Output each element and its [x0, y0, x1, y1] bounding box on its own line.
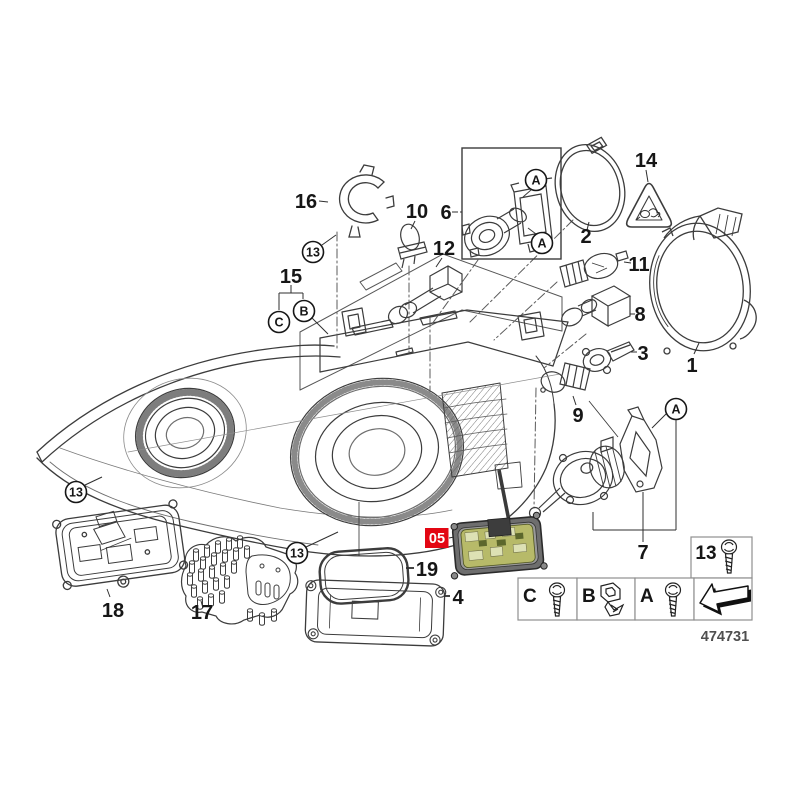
part-8-bulb-socket-drawing [561, 285, 632, 328]
part-label-11[interactable]: 11 [628, 254, 649, 276]
center-lines [336, 219, 587, 509]
part-label-9[interactable]: 9 [572, 405, 583, 427]
callout-13-left-label: 13 [69, 486, 83, 500]
callout-a-box-top-label: A [531, 174, 540, 188]
part-1-retaining-ring-drawing [649, 207, 757, 355]
part-label-3[interactable]: 3 [637, 343, 648, 365]
legend: 13 C B A 474731 [517, 536, 753, 645]
callout-b[interactable]: B [292, 299, 316, 323]
callout-13-top-label: 13 [306, 246, 320, 260]
part-12-bulb-socket-drawing [387, 265, 463, 325]
part-label-8[interactable]: 8 [634, 304, 645, 326]
part-label-15[interactable]: 15 [280, 266, 302, 288]
housing-back-panel [299, 253, 563, 391]
legend-cell-a-label: A [640, 586, 654, 607]
part-label-16[interactable]: 16 [295, 191, 317, 213]
leader-lines [84, 169, 700, 609]
legend-cell-c-label: C [523, 586, 537, 607]
part-label-1[interactable]: 1 [686, 355, 697, 377]
part-label-12[interactable]: 12 [433, 238, 455, 260]
callout-a-box-bottom[interactable]: A [530, 231, 554, 255]
callout-13-left[interactable]: 13 [64, 480, 88, 504]
direction-arrow-icon [699, 583, 751, 616]
callout-a-adjuster[interactable]: A [664, 397, 688, 421]
mounting-rail [319, 307, 569, 373]
circled-callouts: 13 C B A A A 13 13 [64, 168, 688, 565]
fastener-box-13: 13 [690, 536, 753, 579]
document-number: 474731 [701, 629, 749, 645]
part-6-bulb-carrier-box [461, 147, 562, 260]
construction-line [127, 373, 561, 453]
part-label-7[interactable]: 7 [637, 542, 648, 564]
part-label-19[interactable]: 19 [416, 559, 438, 581]
callout-c-label: C [274, 316, 283, 330]
part-label-2[interactable]: 2 [580, 226, 591, 248]
callout-13-mid[interactable]: 13 [285, 541, 309, 565]
part-11-bulb-drawing [559, 250, 629, 288]
legend-cell-b-label: B [582, 586, 596, 607]
callout-a-box-top[interactable]: A [524, 168, 548, 192]
highlighted-callout-05[interactable]: 05 [425, 528, 449, 548]
part-3-bulb-socket-drawing [581, 341, 635, 375]
highlight-label: 05 [429, 531, 445, 547]
reflector-grille [441, 382, 523, 490]
part-label-17[interactable]: 17 [191, 602, 213, 624]
callout-13-top[interactable]: 13 [301, 240, 325, 264]
callout-b-label: B [299, 305, 308, 319]
part-10-bulb-drawing [397, 223, 428, 269]
part-17-heatsink-drawing [180, 535, 299, 626]
part-label-10[interactable]: 10 [406, 201, 428, 223]
callout-a-adjuster-label: A [671, 403, 680, 417]
callout-a-box-bottom-label: A [537, 237, 546, 251]
part-label-14[interactable]: 14 [635, 150, 658, 172]
part-4-cover-drawing [304, 579, 447, 647]
legend-row: C B A [517, 577, 753, 621]
highlight-box [425, 528, 449, 548]
part-label-6[interactable]: 6 [440, 202, 451, 224]
callout-c[interactable]: C [267, 310, 291, 334]
part-2-seal-ring-drawing [554, 136, 626, 233]
part-18-control-module-drawing [52, 499, 189, 591]
part-label-18[interactable]: 18 [102, 600, 124, 622]
callout-13-mid-label: 13 [290, 547, 304, 561]
headlamp-assembly-drawing [36, 219, 587, 557]
part-number-labels: 16 15 10 12 6 2 14 11 8 3 9 1 7 19 4 18 … [102, 150, 698, 624]
part-9-bulb-drawing [540, 362, 591, 393]
part-label-4[interactable]: 4 [452, 587, 464, 609]
part-16-clamp-drawing [338, 164, 395, 238]
module-stem [497, 469, 511, 522]
bulb-warning-glyph [635, 208, 661, 221]
projector-lens-right [289, 377, 465, 527]
projector-lens-left [123, 377, 247, 489]
part-14-warning-triangle [625, 182, 673, 228]
part-05-led-module-drawing [450, 469, 548, 580]
fastener-box-13-label: 13 [695, 543, 716, 564]
part-7-adjuster-drawing [528, 400, 663, 520]
